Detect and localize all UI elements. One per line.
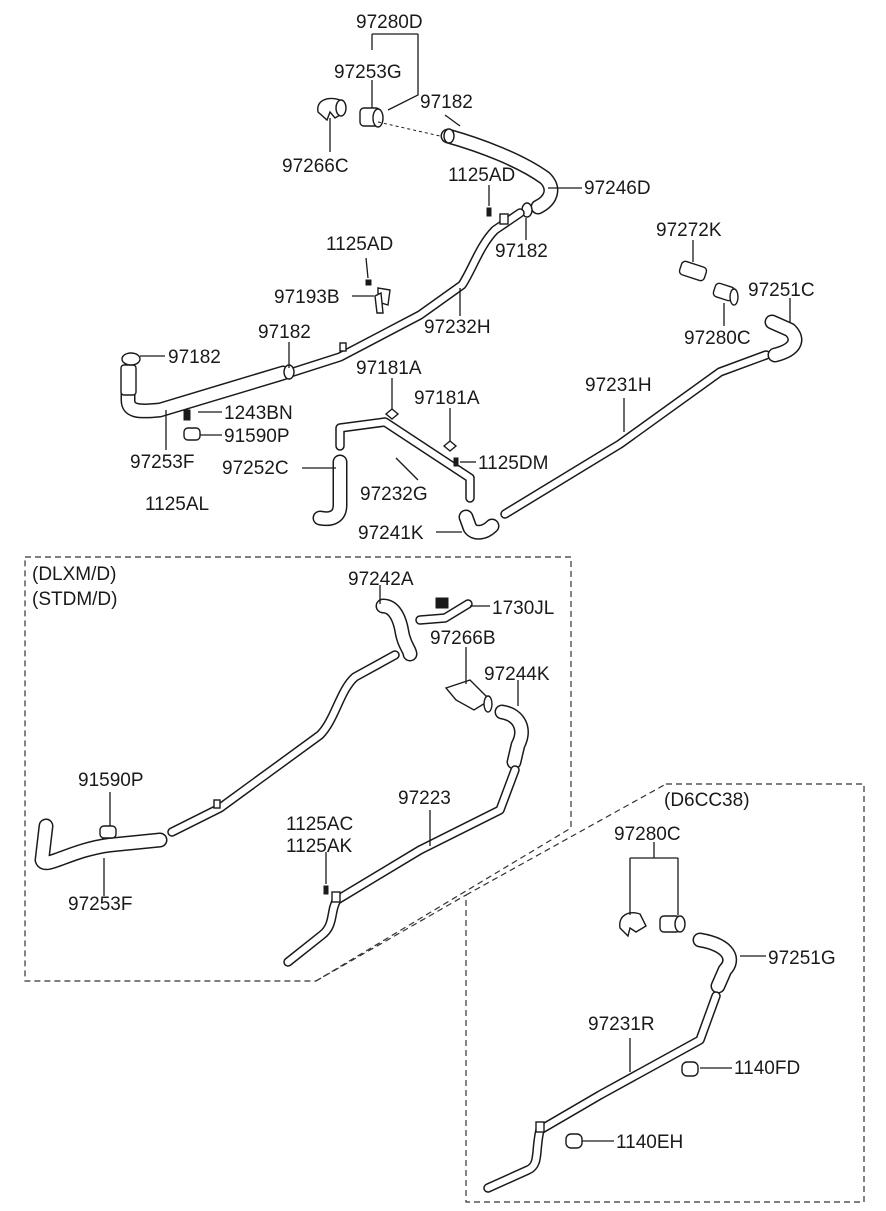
dlxm-stdm-section: (DLXM/D) (STDM/D) 97242A 1730JL 97266B 9…	[24, 556, 572, 982]
label-91590P-a: 91590P	[224, 426, 290, 447]
label-97253F-b: 97253F	[68, 894, 132, 915]
label-97223: 97223	[398, 788, 451, 809]
label-1140FD: 1140FD	[734, 1058, 800, 1079]
fitting-97280C-clamp	[729, 288, 739, 306]
label-97246D: 97246D	[584, 178, 651, 199]
label-97272K: 97272K	[656, 220, 722, 241]
bolt-1125AD-mid	[365, 279, 372, 286]
elbow-97280C	[619, 912, 647, 938]
elbow-97266C-end	[335, 99, 347, 117]
label-1243BN: 1243BN	[224, 403, 293, 424]
clamp-91590P-top	[183, 427, 201, 441]
label-97193B: 97193B	[274, 287, 340, 308]
connector-1730JL	[435, 597, 449, 609]
pipe-bracket-dlxm	[213, 799, 221, 809]
label-1125AK: 1125AK	[286, 836, 353, 857]
label-97251G: 97251G	[768, 948, 836, 969]
connector-97253G-clamp	[372, 108, 384, 128]
label-97266B: 97266B	[430, 628, 496, 649]
label-97280C-a: 97280C	[684, 328, 751, 349]
label-91590P-b: 91590P	[78, 770, 144, 791]
fitting-97266B-end	[483, 695, 493, 713]
label-97182-d: 97182	[168, 347, 221, 368]
label-97280D: 97280D	[356, 12, 423, 33]
label-97280C-b: 97280C	[614, 824, 681, 845]
bracket-97193B-leg	[374, 291, 384, 314]
pipe-bracket-top	[499, 213, 509, 225]
label-1125AC: 1125AC	[286, 814, 353, 835]
label-97241K: 97241K	[358, 523, 424, 544]
label-97232G: 97232G	[360, 484, 428, 505]
top-section-parts: 97280D 97253G 97182 97266C 1125AD 97246D…	[120, 12, 815, 544]
variant-label-dlxm: (DLXM/D)	[32, 564, 116, 585]
label-97232H: 97232H	[424, 317, 491, 338]
variant-label-stdm: (STDM/D)	[32, 589, 117, 610]
clamp-97182-cap	[121, 352, 141, 366]
clamp-1140FD	[681, 1061, 699, 1077]
variant-label-d6cc38: (D6CC38)	[664, 790, 750, 811]
bolt-1243BN	[183, 409, 191, 421]
label-1125AD-a: 1125AD	[448, 165, 515, 186]
label-97253F-a: 97253F	[130, 452, 194, 473]
clamp-91590P-dlxm	[99, 825, 117, 839]
label-1125AD-b: 1125AD	[326, 234, 393, 255]
d6cc38-section: (D6CC38) 97280C 97251G 97231R 1140FD 114…	[465, 783, 865, 1203]
fitting-97272K	[678, 260, 708, 282]
clamp-97182-top	[443, 128, 455, 144]
label-97181A-a: 97181A	[356, 358, 422, 379]
clip-97181A-a	[384, 408, 400, 420]
label-97182-c: 97182	[258, 322, 311, 343]
label-1140EH: 1140EH	[616, 1132, 683, 1153]
label-1125DM: 1125DM	[478, 453, 548, 474]
connector-97280C-clamp	[674, 915, 686, 933]
d6cc38-variant-box	[465, 783, 865, 1203]
label-97252C: 97252C	[222, 458, 289, 479]
pipe-bracket-97231R	[535, 1121, 545, 1133]
label-97266C: 97266C	[282, 156, 349, 177]
hose-end-vertical	[120, 364, 137, 396]
label-97231H: 97231H	[585, 375, 652, 396]
bolt-1125AK	[323, 885, 329, 895]
dlxm-variant-box	[24, 556, 572, 982]
label-97181A-b: 97181A	[414, 388, 480, 409]
clamp-1140EH	[565, 1133, 583, 1149]
pipe-bracket-97223	[331, 891, 341, 903]
label-1125AL: 1125AL	[145, 494, 209, 515]
label-1730JL: 1730JL	[492, 598, 554, 619]
label-97244K: 97244K	[484, 664, 550, 685]
label-97251C: 97251C	[748, 280, 815, 301]
label-97253G: 97253G	[334, 62, 402, 83]
label-97182-b: 97182	[495, 241, 548, 262]
bolt-1125DM	[453, 457, 459, 467]
clip-97181A-b	[442, 440, 458, 452]
label-97231R: 97231R	[588, 1014, 655, 1035]
pipe-bracket-mid	[339, 342, 347, 352]
label-97182-a: 97182	[420, 92, 473, 113]
label-97242A: 97242A	[348, 569, 414, 590]
bolt-1125AD-top	[486, 207, 492, 217]
